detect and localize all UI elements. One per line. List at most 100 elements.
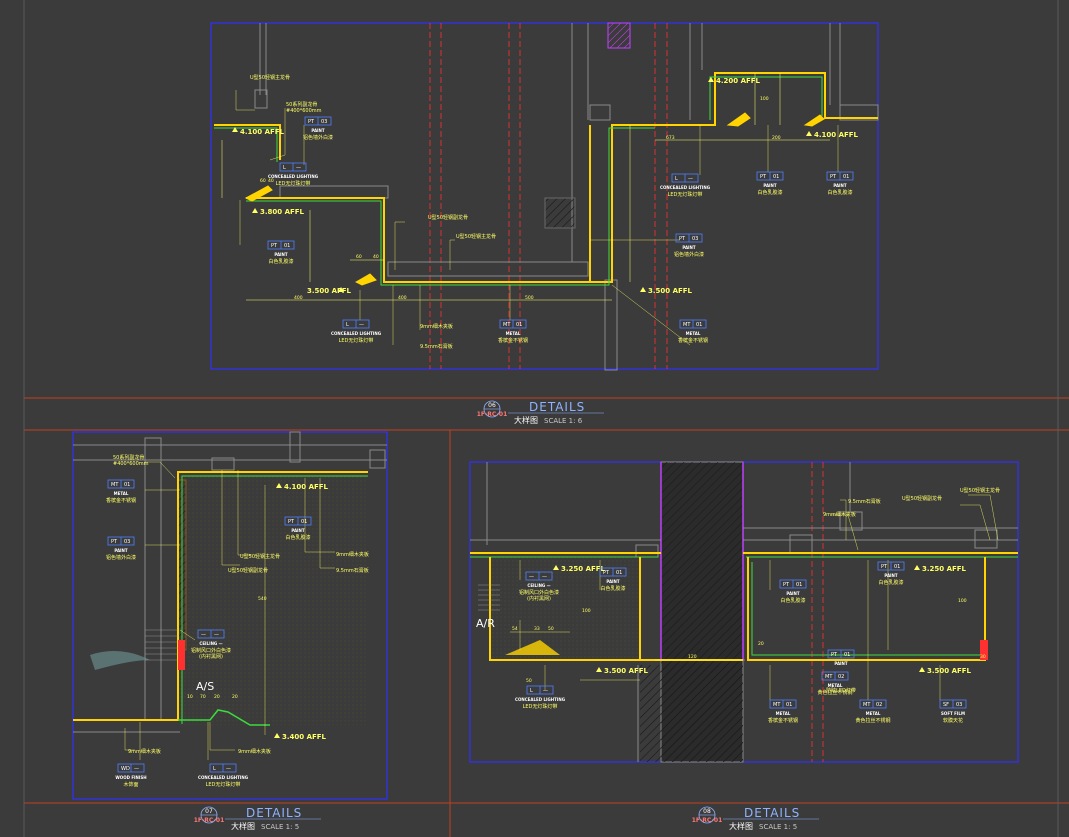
svg-text:—: — <box>134 766 139 772</box>
d07-dim-5: 20 <box>232 694 238 700</box>
svg-text:01: 01 <box>843 174 849 180</box>
svg-text:铝制风口外白色漆(内衬黑网): 铝制风口外白色漆(内衬黑网) <box>519 589 559 602</box>
d06-note-1: U型50轻钢主龙骨 <box>250 74 290 81</box>
d07-note-1: 50系列副龙骨#400*600mm <box>113 454 149 467</box>
svg-text:DETAILS: DETAILS <box>529 400 585 414</box>
d08-level-1: 3.250 AFFL <box>561 565 606 573</box>
svg-text:—: — <box>542 574 547 580</box>
d07-dim-4: 20 <box>214 694 220 700</box>
svg-text:PT: PT <box>830 174 837 180</box>
detail-06-frame <box>210 22 879 370</box>
d08-level-2: 3.250 AFFL <box>922 565 967 573</box>
svg-text:07: 07 <box>205 808 213 815</box>
svg-text:CONCEALED LIGHTING: CONCEALED LIGHTING <box>331 331 381 336</box>
svg-text:CEILING —: CEILING — <box>527 583 550 588</box>
svg-text:02: 02 <box>876 702 882 708</box>
d07-note-6: 9mm细木夹板 <box>128 748 161 755</box>
svg-text:1F-RC-01: 1F-RC-01 <box>692 817 723 824</box>
svg-text:01: 01 <box>786 702 792 708</box>
svg-text:L: L <box>675 176 678 182</box>
d06-level-5: 4.200 AFFL <box>716 77 761 85</box>
svg-text:CONCEALED LIGHTING: CONCEALED LIGHTING <box>198 775 248 780</box>
svg-text:白色乳胶漆: 白色乳胶漆 <box>268 258 293 265</box>
d08-note-4: 9mm细木夹板 <box>823 511 856 518</box>
d06-note-4: U型50轻钢主龙骨 <box>456 233 496 240</box>
svg-text:白色乳胶漆: 白色乳胶漆 <box>878 579 903 586</box>
d07-note-5: 9.5mm石膏板 <box>336 567 369 574</box>
d06-dim-7: 40 <box>373 254 379 260</box>
svg-text:01: 01 <box>844 652 850 658</box>
d06-note-2: 50系列副龙骨#400*600mm <box>286 101 322 114</box>
d06-level-2: 3.800 AFFL <box>260 208 305 216</box>
svg-text:—: — <box>296 165 301 171</box>
svg-text:铝制风口外白色漆(内衬黑网): 铝制风口外白色漆(内衬黑网) <box>191 647 231 660</box>
d06-dim-5: 200 <box>772 135 781 141</box>
svg-text:01: 01 <box>773 174 779 180</box>
svg-text:LED无灯珠灯带: LED无灯珠灯带 <box>523 703 558 710</box>
svg-text:CONCEALED LIGHTING: CONCEALED LIGHTING <box>268 174 318 179</box>
svg-text:METAL: METAL <box>114 491 129 496</box>
svg-text:白色乳胶漆: 白色乳胶漆 <box>780 597 805 604</box>
svg-text:大样图: 大样图 <box>514 415 538 425</box>
svg-text:01: 01 <box>696 322 702 328</box>
svg-text:02: 02 <box>838 674 844 680</box>
svg-text:01: 01 <box>616 570 622 576</box>
d07-dim-1: 540 <box>258 596 267 602</box>
svg-text:01: 01 <box>284 243 290 249</box>
svg-text:SCALE 1: 6: SCALE 1: 6 <box>544 417 583 425</box>
svg-text:LED无灯珠灯带: LED无灯珠灯带 <box>206 781 241 788</box>
d06-dim-10: 40 <box>268 178 274 184</box>
svg-text:香槟金不锈钢: 香槟金不锈钢 <box>106 497 136 504</box>
svg-text:MT: MT <box>825 674 833 680</box>
detail-07-drawing: 4.100 AFFL 3.400 AFFL 540 10 70 20 20 A/… <box>72 431 388 800</box>
svg-text:WOOD FINISH: WOOD FINISH <box>115 775 146 780</box>
d07-level-1: 4.100 AFFL <box>284 483 329 491</box>
svg-text:大样图: 大样图 <box>729 821 753 831</box>
svg-text:PAINT: PAINT <box>274 252 287 257</box>
svg-text:铝色墙外白漆: 铝色墙外白漆 <box>106 554 136 561</box>
d06-level-3: 3.500 AFFL <box>307 287 352 295</box>
svg-text:06: 06 <box>488 402 496 409</box>
svg-text:L: L <box>213 766 216 772</box>
svg-text:PT: PT <box>783 582 790 588</box>
d06-note-6: 9.5mm石膏板 <box>420 343 453 350</box>
d08-note-2: U型50轻钢副龙骨 <box>902 495 942 502</box>
svg-text:PT: PT <box>308 119 315 125</box>
svg-text:SOFT FILM: SOFT FILM <box>941 711 965 716</box>
d08-tag-1: ——CEILING —铝制风口外白色漆(内衬黑网) <box>519 571 559 602</box>
svg-text:CONCEALED LIGHTING: CONCEALED LIGHTING <box>515 697 565 702</box>
svg-text:MT: MT <box>683 322 691 328</box>
svg-text:MT: MT <box>503 322 511 328</box>
svg-text:—: — <box>688 176 693 182</box>
d06-note-5: 9mm细木夹板 <box>420 323 453 330</box>
svg-text:铝色墙外白漆: 铝色墙外白漆 <box>303 134 333 141</box>
svg-text:大样图: 大样图 <box>231 821 255 831</box>
svg-text:白色乳胶漆: 白色乳胶漆 <box>600 585 625 592</box>
svg-text:MT: MT <box>111 482 119 488</box>
d07-level-2: 3.400 AFFL <box>282 733 327 741</box>
svg-text:木饰面: 木饰面 <box>123 781 138 788</box>
svg-text:黄色拉丝不锈钢: 黄色拉丝不锈钢 <box>817 689 852 696</box>
d07-note-3: U型50轻钢副龙骨 <box>228 567 268 574</box>
svg-text:L: L <box>283 165 286 171</box>
svg-text:PAINT: PAINT <box>291 528 304 533</box>
svg-text:PAINT: PAINT <box>763 183 776 188</box>
svg-text:DETAILS: DETAILS <box>246 806 302 820</box>
d08-dim-1: 54 <box>512 626 518 632</box>
svg-text:PT: PT <box>679 236 686 242</box>
d08-section-mark: A/R <box>476 617 495 630</box>
d08-level-4: 3.500 AFFL <box>927 667 972 675</box>
d08-dim-8: 100 <box>958 598 967 604</box>
svg-text:1F-RC-01: 1F-RC-01 <box>477 411 508 418</box>
detail-08-drawing: 3.250 AFFL 3.250 AFFL 3.500 AFFL 3.500 A… <box>469 461 1019 763</box>
svg-text:PT: PT <box>760 174 767 180</box>
